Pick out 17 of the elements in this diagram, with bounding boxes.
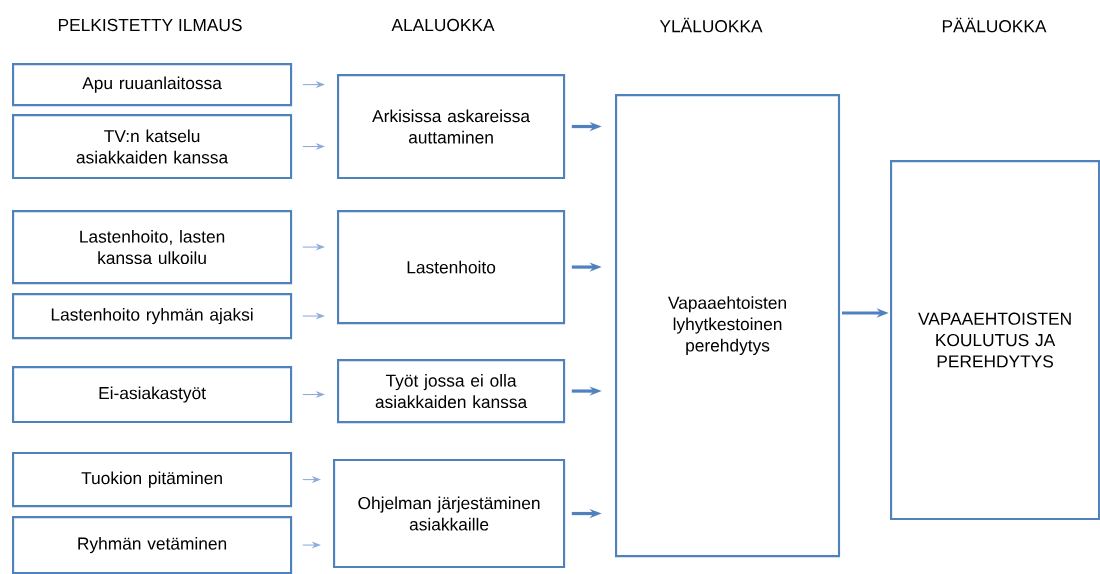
column-heading: YLÄLUOKKA [659,17,763,33]
expression-box: Lastenhoito, lasten kanssa ulkoilu [12,210,293,285]
column-heading: PÄÄLUOKKA [942,17,1047,33]
expression-box: TV:n katselu asiakkaiden kanssa [12,114,293,180]
category-box: Ohjelman järjestäminen asiakkaille [333,459,566,569]
category-box: Arkisissa askareissa auttaminen [337,74,566,180]
column-heading: PELKISTETTY ILMAUS [58,18,242,32]
column-heading: ALALUOKKA [391,18,495,32]
expression-box: Lastenhoito ryhmän ajaksi [12,293,293,340]
category-box: Vapaaehtoisten lyhytkestoinen perehdytys [615,94,841,558]
category-box: Työt jossa ei olla asiakkaiden kanssa [337,359,566,424]
category-box: VAPAAEHTOISTEN KOULUTUS JA PEREHDYTYS [890,160,1100,521]
category-box: Lastenhoito [337,210,566,325]
expression-box: Apu ruuanlaitossa [12,63,293,107]
expression-box: Ei-asiakastyöt [12,366,293,424]
expression-box: Ryhmän vetäminen [12,516,293,574]
expression-box: Tuokion pitäminen [12,452,293,508]
